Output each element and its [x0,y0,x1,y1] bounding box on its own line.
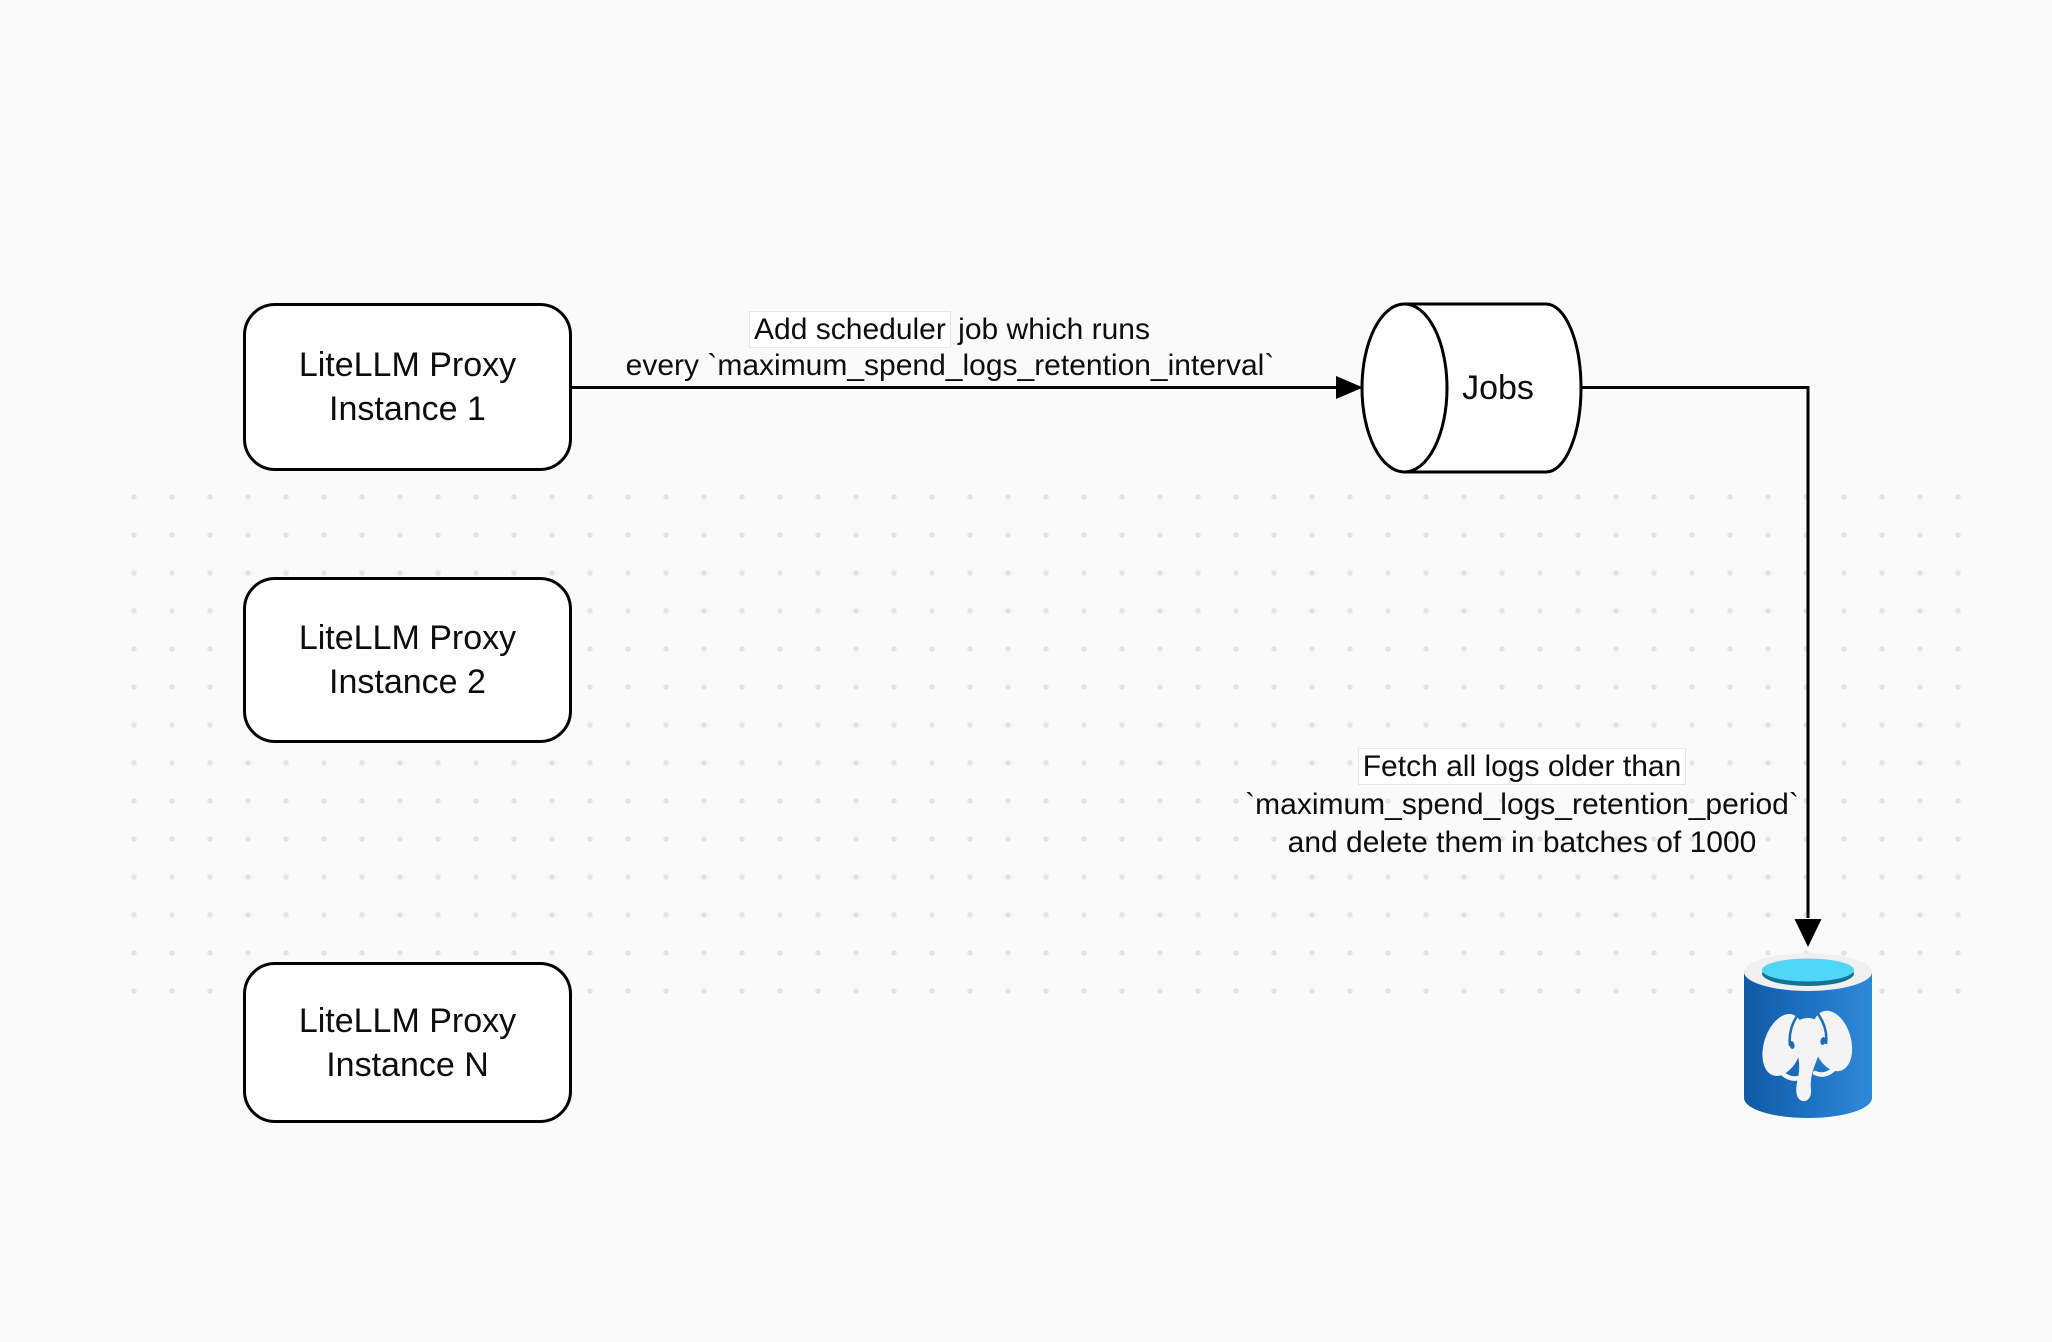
fetch-edge-arrow [1581,386,1822,947]
node-label-line1: LiteLLM Proxy [298,619,517,657]
scheduler-edge-label-line2: every `maximum_spend_logs_retention_inte… [625,349,1275,382]
database-water-top [1762,958,1854,982]
postgres-elephant-details [1777,1013,1839,1081]
postgresql-database-icon [1744,953,1872,1118]
postgres-elephant [1762,1010,1853,1102]
fetch-edge-label-line2: `maximum_spend_logs_retention_period` [1245,788,1799,821]
node-label-line2: Instance N [326,1045,489,1084]
fetch-edge-label-line1: Fetch all logs older than [1172,748,1872,786]
node-litellm-proxy-instance-n: LiteLLM Proxy Instance N [243,962,572,1123]
scheduler-edge-label: Add scheduler job which runs every `maxi… [570,312,1330,384]
jobs-queue-cylinder [1360,302,1583,474]
node-label-line1: LiteLLM Proxy [298,1001,517,1040]
scheduler-edge-label-line1: Add scheduler job which runs [570,312,1330,348]
fetch-edge-label: Fetch all logs older than `maximum_spend… [1172,748,1872,862]
scheduler-edge-label-highlight: Add scheduler [750,312,950,347]
dot-grid-background [115,478,1979,1010]
fetch-edge-label-line3: and delete them in batches of 1000 [1287,826,1757,859]
jobs-node-label: Jobs [1462,369,1534,407]
node-label-line2: Instance 2 [329,663,486,701]
scheduler-edge-arrow [572,376,1363,399]
node-litellm-proxy-instance-1: LiteLLM Proxy Instance 1 [243,303,572,471]
node-label-line2: Instance 1 [329,390,486,428]
node-litellm-proxy-instance-2: LiteLLM Proxy Instance 2 [243,577,572,743]
node-label-line1: LiteLLM Proxy [298,346,517,384]
